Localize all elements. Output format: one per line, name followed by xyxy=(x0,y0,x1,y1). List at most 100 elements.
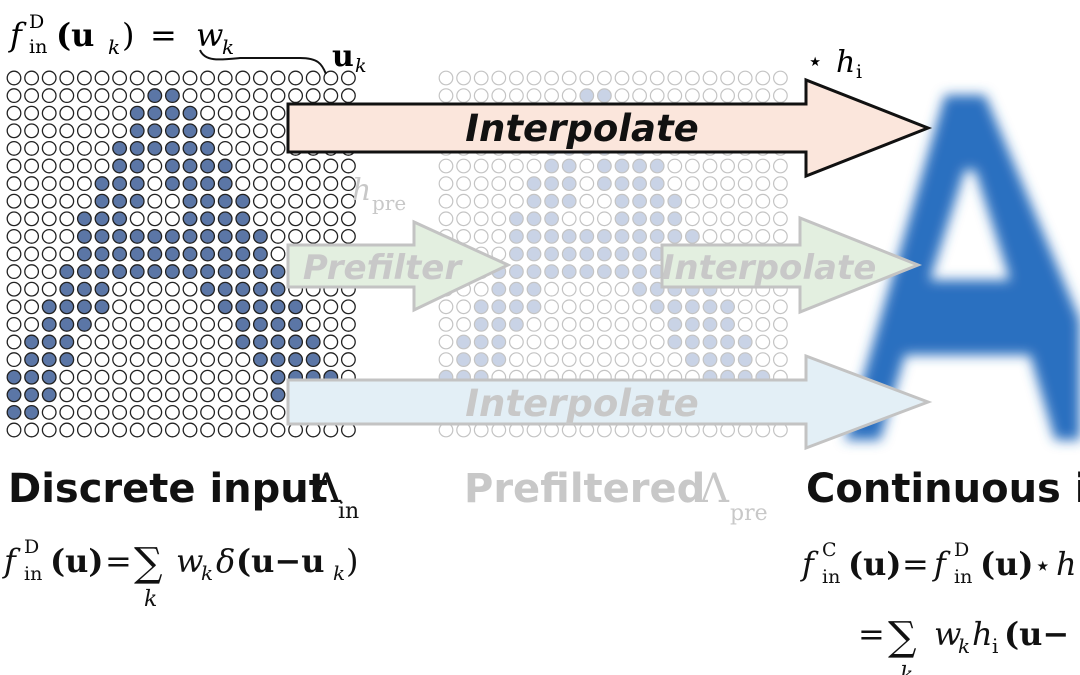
prefiltered-grid-dot-filled xyxy=(614,264,630,280)
discrete-grid-dot-empty xyxy=(41,176,57,192)
discrete-grid-dot-filled xyxy=(270,281,286,297)
prefiltered-grid-dot-empty xyxy=(649,317,665,332)
top-formula-arg-sub: k xyxy=(108,35,120,59)
prefiltered-grid-dot-empty xyxy=(632,299,647,315)
discrete-grid-dot-empty xyxy=(235,158,251,174)
prefiltered-grid-dot-empty xyxy=(579,281,595,297)
prefiltered-grid-dot-empty xyxy=(473,193,489,209)
discrete-grid-dot-empty xyxy=(235,123,251,139)
prefiltered-grid-dot-empty xyxy=(685,176,700,192)
discrete-grid-dot-empty xyxy=(76,334,92,350)
prefiltered-grid-dot-filled xyxy=(579,246,595,262)
discrete-grid-dot-empty xyxy=(112,316,128,332)
discrete-grid-dot-empty xyxy=(200,422,216,438)
discrete-grid-dot-empty xyxy=(24,316,40,332)
formula-continuous-sub: in xyxy=(822,566,840,588)
discrete-grid-dot-empty xyxy=(270,228,286,244)
hpre-sub: pre xyxy=(372,191,406,215)
prefiltered-grid-dot-empty xyxy=(509,88,524,103)
prefiltered-grid-dot-filled xyxy=(491,317,507,332)
prefiltered-grid-dot-empty xyxy=(561,317,577,332)
discrete-grid-dot-empty xyxy=(164,193,180,209)
discrete-grid-dot-empty xyxy=(41,281,57,297)
heading-continuous: Continuous in xyxy=(806,466,1080,512)
prefiltered-grid-dot-empty xyxy=(509,352,524,368)
prefiltered-grid-dot-filled xyxy=(579,88,595,103)
top-formula-sup: D xyxy=(29,11,44,33)
prefiltered-grid-dot-empty xyxy=(561,352,577,368)
prefiltered-grid-dot-empty xyxy=(773,88,788,103)
discrete-grid-dot-filled xyxy=(94,299,110,315)
discrete-grid-dot-empty xyxy=(164,334,180,350)
discrete-grid-dot-empty xyxy=(340,211,356,227)
prefiltered-grid-dot-empty xyxy=(491,158,507,174)
discrete-grid-dot-empty xyxy=(76,352,92,368)
interpolate-arrow-middle-shape xyxy=(660,215,923,315)
discrete-grid-dot-empty xyxy=(112,88,128,104)
discrete-grid-dot-empty xyxy=(94,140,110,156)
prefiltered-grid-dot-empty xyxy=(473,176,489,192)
discrete-grid-dot-empty xyxy=(94,105,110,121)
prefiltered-grid-dot-filled xyxy=(614,158,630,174)
prefiltered-grid-dot-empty xyxy=(737,88,753,103)
formula-discrete-sum: ∑ xyxy=(134,540,163,586)
discrete-grid-dot-empty xyxy=(24,88,40,104)
prefiltered-grid-dot-empty xyxy=(720,176,735,192)
discrete-grid-dot-filled xyxy=(41,387,57,403)
prefiltered-grid-dot-filled xyxy=(649,299,665,315)
prefiltered-grid-dot-filled xyxy=(526,228,542,244)
discrete-grid-dot-empty xyxy=(41,404,57,420)
discrete-grid-dot-filled xyxy=(6,387,22,403)
prefiltered-grid-dot-filled xyxy=(561,228,577,244)
discrete-grid-dot-empty xyxy=(217,404,233,420)
discrete-grid-dot-filled xyxy=(76,228,92,244)
prefilter-arrow: Prefilter xyxy=(286,219,512,313)
discrete-grid-dot-empty xyxy=(252,70,268,86)
prefiltered-grid-dot-filled xyxy=(667,299,683,315)
discrete-grid-dot-empty xyxy=(6,211,22,227)
hpre-label: h pre xyxy=(352,173,406,215)
discrete-grid-dot-empty xyxy=(164,352,180,368)
discrete-grid-dot-empty xyxy=(182,299,198,315)
discrete-grid-dot-empty xyxy=(323,193,339,209)
uk-label: u k xyxy=(332,39,367,77)
prefiltered-grid-dot-filled xyxy=(632,264,647,280)
discrete-grid-dot-empty xyxy=(76,422,92,438)
discrete-grid-dot-empty xyxy=(6,299,22,315)
prefiltered-grid-dot-filled xyxy=(597,158,612,174)
formula-continuous-w-sub: k xyxy=(958,634,970,658)
interpolate-arrow-bottom-label: Interpolate xyxy=(465,382,698,425)
discrete-grid-dot-empty xyxy=(323,176,339,192)
prefiltered-grid-dot-filled xyxy=(649,211,665,227)
discrete-grid-dot-filled xyxy=(129,123,145,139)
discrete-grid-dot-filled xyxy=(164,88,180,104)
prefiltered-grid-dot-filled xyxy=(685,334,700,350)
discrete-grid-dot-empty xyxy=(24,281,40,297)
prefiltered-grid-dot-empty xyxy=(614,352,630,368)
discrete-grid-dot-empty xyxy=(164,316,180,332)
discrete-grid-dot-filled xyxy=(200,211,216,227)
prefiltered-grid-dot-empty xyxy=(597,352,612,368)
discrete-grid-dot-filled xyxy=(76,246,92,262)
discrete-grid-dot-empty xyxy=(6,228,22,244)
discrete-grid-dot-empty xyxy=(288,158,304,174)
discrete-grid-dot-empty xyxy=(147,299,163,315)
formula-discrete-close: ) xyxy=(346,542,358,580)
discrete-grid-dot-empty xyxy=(252,404,268,420)
discrete-grid-dot-empty xyxy=(164,422,180,438)
discrete-grid-dot-empty xyxy=(94,88,110,104)
discrete-grid-dot-filled xyxy=(288,299,304,315)
prefiltered-grid-dot-empty xyxy=(614,88,630,103)
discrete-grid-dot-empty xyxy=(147,281,163,297)
discrete-grid-dot-empty xyxy=(235,422,251,438)
prefiltered-grid-dot-empty xyxy=(773,228,788,244)
prefiltered-grid-dot-filled xyxy=(737,334,753,350)
discrete-grid-dot-empty xyxy=(147,334,163,350)
discrete-grid-dot-empty xyxy=(24,299,40,315)
discrete-grid-dot-filled xyxy=(288,334,304,350)
prefiltered-grid-dot-filled xyxy=(702,334,718,350)
prefiltered-grid-dot-empty xyxy=(597,299,612,315)
discrete-grid-dot-empty xyxy=(129,404,145,420)
prefiltered-grid-dot-empty xyxy=(491,193,507,209)
